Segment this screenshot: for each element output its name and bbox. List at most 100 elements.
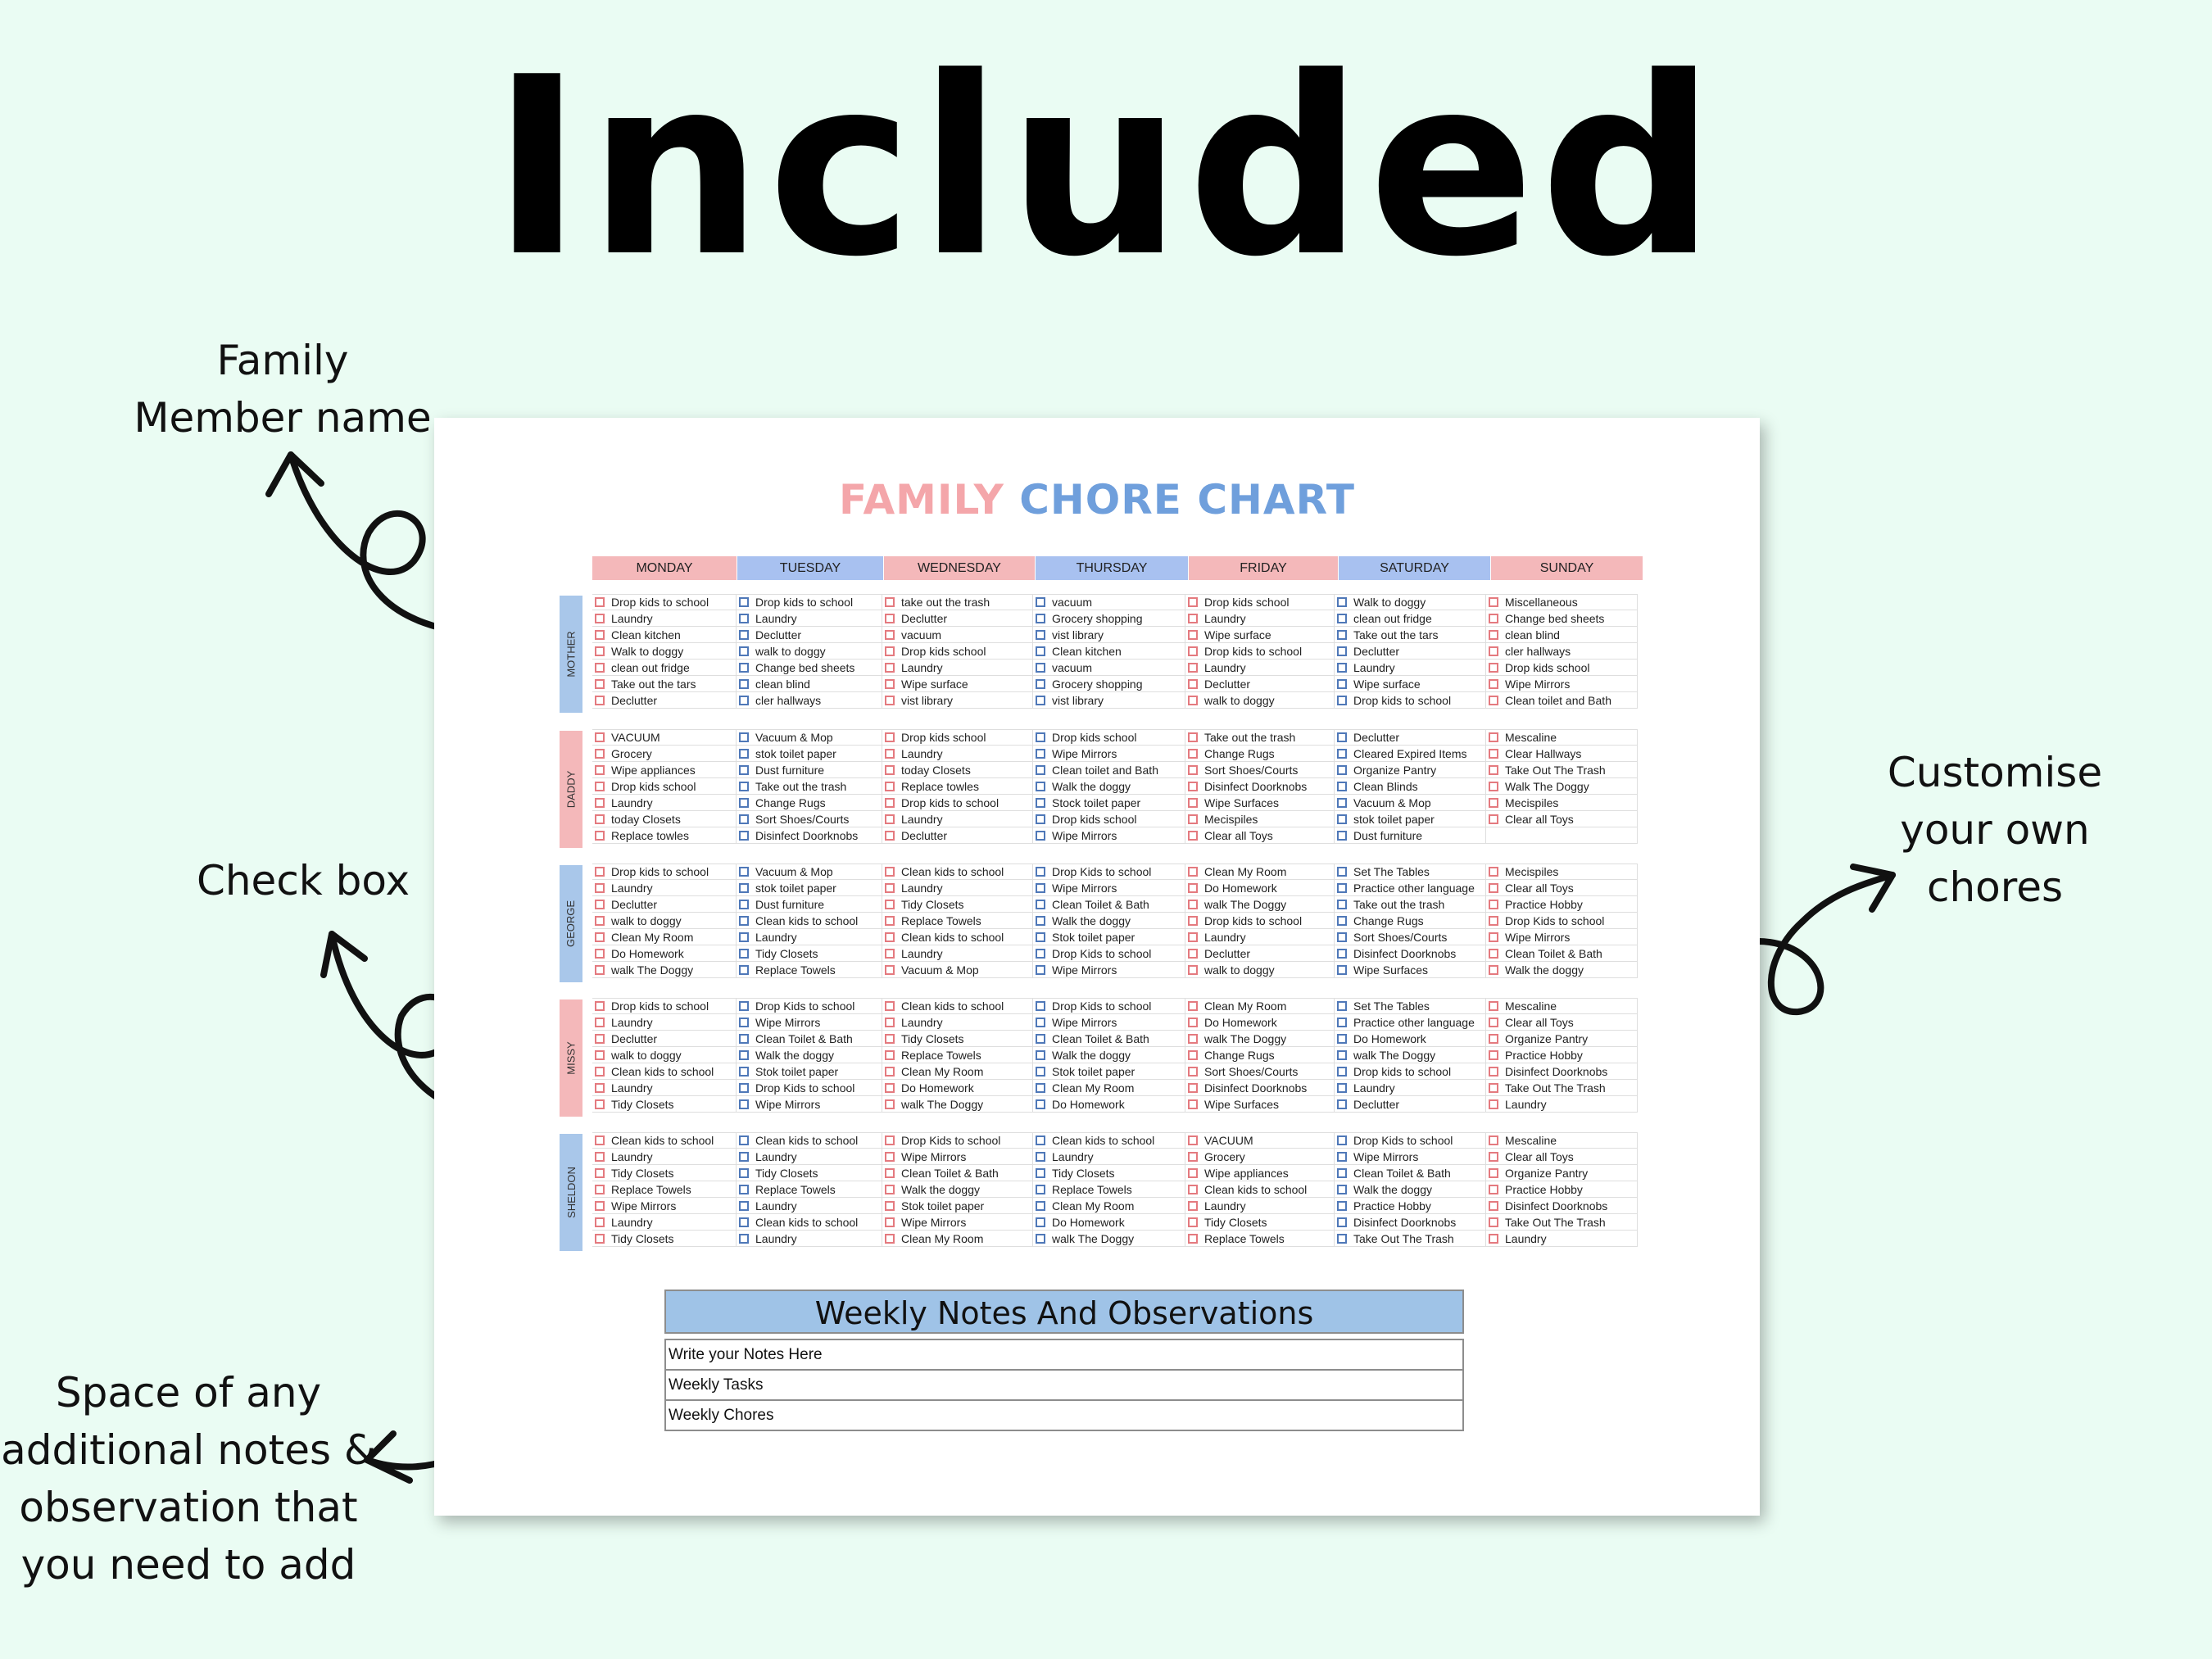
chore-checkbox[interactable] — [595, 781, 605, 791]
chore-label[interactable]: vacuum — [1052, 660, 1093, 674]
chore-checkbox[interactable] — [595, 1001, 605, 1011]
chore-checkbox[interactable] — [739, 1099, 749, 1109]
chore-label[interactable]: Wipe Surfaces — [1204, 1097, 1280, 1111]
chore-checkbox[interactable] — [1489, 1184, 1498, 1194]
chore-label[interactable]: Laundry — [611, 1215, 653, 1229]
chore-label[interactable]: Walk to doggy — [1353, 596, 1426, 609]
chore-label[interactable]: Practice Hobby — [1505, 1048, 1583, 1062]
chore-checkbox[interactable] — [1036, 1184, 1045, 1194]
chore-checkbox[interactable] — [1337, 1233, 1347, 1244]
chore-checkbox[interactable] — [1489, 1082, 1498, 1093]
chore-label[interactable]: Tidy Closets — [611, 1097, 674, 1111]
chore-label[interactable]: Clean Toilet & Bath — [1505, 946, 1602, 960]
chore-checkbox[interactable] — [1337, 1066, 1347, 1077]
chore-checkbox[interactable] — [885, 1082, 895, 1093]
chore-label[interactable]: walk to doggy — [1204, 693, 1275, 707]
chore-label[interactable]: Mecispiles — [1204, 812, 1258, 826]
chore-label[interactable]: Declutter — [611, 693, 658, 707]
chore-checkbox[interactable] — [595, 899, 605, 909]
chore-checkbox[interactable] — [739, 882, 749, 893]
chore-label[interactable]: clean blind — [1505, 628, 1560, 641]
chore-checkbox[interactable] — [1036, 646, 1045, 656]
chore-label[interactable]: Laundry — [755, 1231, 797, 1245]
chore-label[interactable]: Walk The Doggy — [1505, 779, 1589, 793]
chore-label[interactable]: Replace towles — [611, 828, 689, 842]
chore-checkbox[interactable] — [1188, 1217, 1198, 1227]
chore-checkbox[interactable] — [1489, 646, 1498, 656]
chore-checkbox[interactable] — [885, 646, 895, 656]
chore-checkbox[interactable] — [595, 732, 605, 742]
chore-label[interactable]: Dust furniture — [755, 897, 825, 911]
member-name-tag[interactable]: MISSY — [560, 999, 582, 1117]
chore-label[interactable]: Mescaline — [1505, 731, 1557, 744]
chore-label[interactable]: Drop kids to school — [901, 796, 999, 809]
chore-label[interactable]: Laundry — [901, 812, 943, 826]
chore-checkbox[interactable] — [1337, 867, 1347, 877]
chore-checkbox[interactable] — [739, 1066, 749, 1077]
chore-checkbox[interactable] — [1188, 764, 1198, 775]
chore-label[interactable]: Laundry — [901, 746, 943, 760]
chore-checkbox[interactable] — [1489, 814, 1498, 824]
chore-checkbox[interactable] — [1489, 1001, 1498, 1011]
chore-checkbox[interactable] — [885, 931, 895, 942]
chore-label[interactable]: vist library — [1052, 628, 1104, 641]
chore-checkbox[interactable] — [1188, 1151, 1198, 1162]
chore-checkbox[interactable] — [1489, 597, 1498, 607]
chore-label[interactable]: Laundry — [611, 611, 653, 625]
chore-label[interactable]: Clear all Toys — [1505, 1149, 1574, 1163]
chore-checkbox[interactable] — [595, 1066, 605, 1077]
chore-checkbox[interactable] — [1036, 764, 1045, 775]
chore-label[interactable]: clean blind — [755, 677, 810, 691]
chore-label[interactable]: clean out fridge — [1353, 611, 1432, 625]
chore-label[interactable]: Laundry — [1204, 660, 1246, 674]
chore-label[interactable]: Clean kitchen — [611, 628, 681, 641]
chore-label[interactable]: Clean My Room — [1052, 1199, 1135, 1213]
chore-label[interactable]: Practice Hobby — [1505, 897, 1583, 911]
chore-checkbox[interactable] — [739, 1082, 749, 1093]
chore-checkbox[interactable] — [1036, 678, 1045, 689]
chore-label[interactable]: Wipe Surfaces — [1353, 963, 1429, 977]
chore-label[interactable]: Declutter — [1353, 1097, 1400, 1111]
chore-checkbox[interactable] — [1036, 867, 1045, 877]
chore-label[interactable]: Drop kids school — [1052, 731, 1137, 744]
chore-checkbox[interactable] — [595, 797, 605, 808]
chore-label[interactable]: Laundry — [755, 611, 797, 625]
chore-label[interactable]: Clean My Room — [611, 930, 694, 944]
chore-checkbox[interactable] — [1188, 1167, 1198, 1178]
chore-checkbox[interactable] — [1337, 1099, 1347, 1109]
chore-label[interactable]: Walk the doggy — [1353, 1182, 1432, 1196]
chore-label[interactable]: Do Homework — [1204, 881, 1277, 895]
chore-label[interactable]: Clean Toilet & Bath — [1353, 1166, 1451, 1180]
chore-checkbox[interactable] — [1337, 931, 1347, 942]
chore-label[interactable]: Laundry — [901, 660, 943, 674]
chore-label[interactable]: Do Homework — [1204, 1015, 1277, 1029]
chore-label[interactable]: Take out the trash — [1353, 897, 1445, 911]
chore-label[interactable]: Laundry — [611, 1081, 653, 1095]
chore-checkbox[interactable] — [1188, 948, 1198, 959]
chore-label[interactable]: Vacuum & Mop — [755, 731, 833, 744]
chore-label[interactable]: Laundry — [755, 930, 797, 944]
chore-checkbox[interactable] — [1036, 1200, 1045, 1211]
chore-label[interactable]: Replace towles — [901, 779, 979, 793]
chore-checkbox[interactable] — [1337, 1033, 1347, 1044]
chore-label[interactable]: Drop Kids to school — [755, 999, 855, 1013]
chore-label[interactable]: cler hallways — [1505, 644, 1571, 658]
chore-checkbox[interactable] — [885, 1033, 895, 1044]
chore-label[interactable]: Clean kids to school — [901, 930, 1004, 944]
chore-label[interactable]: Mescaline — [1505, 1134, 1557, 1147]
chore-checkbox[interactable] — [1188, 915, 1198, 926]
chore-label[interactable]: Wipe surface — [1353, 677, 1421, 691]
chore-checkbox[interactable] — [1489, 764, 1498, 775]
chore-checkbox[interactable] — [885, 1233, 895, 1244]
chore-label[interactable]: Clear all Toys — [1505, 1015, 1574, 1029]
chore-checkbox[interactable] — [1188, 646, 1198, 656]
chore-label[interactable]: Dust furniture — [1353, 828, 1423, 842]
chore-checkbox[interactable] — [1188, 732, 1198, 742]
chore-label[interactable]: Take Out The Trash — [1505, 1081, 1606, 1095]
chore-label[interactable]: Drop kids to school — [611, 865, 709, 878]
chore-checkbox[interactable] — [1188, 1233, 1198, 1244]
chore-checkbox[interactable] — [739, 1167, 749, 1178]
chore-label[interactable]: Wipe Mirrors — [1505, 677, 1571, 691]
chore-checkbox[interactable] — [1489, 964, 1498, 975]
chore-checkbox[interactable] — [1489, 1017, 1498, 1027]
